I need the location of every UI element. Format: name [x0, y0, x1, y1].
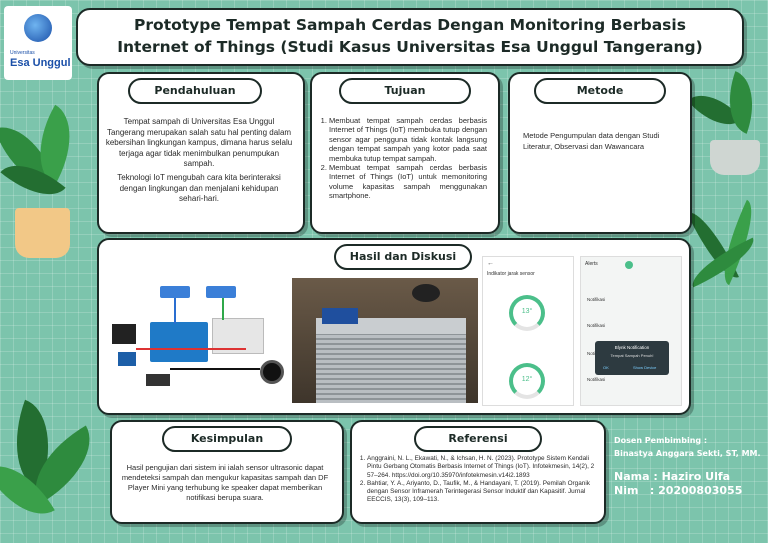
notification-item-4: Notifikasi [587, 377, 606, 382]
kesimpulan-heading: Kesimpulan [162, 426, 292, 452]
gauge-2-value: 12° [521, 376, 533, 383]
app1-header: Indikator jarak sensor [487, 271, 535, 277]
gauge-2 [509, 363, 545, 399]
wire-black [170, 368, 260, 370]
wire-green [222, 298, 224, 320]
tujuan-item-1: Membuat tempat sampah cerdas berbasis In… [329, 116, 487, 163]
metode-heading: Metode [534, 78, 666, 104]
university-logo: Universitas Esa Unggul [4, 6, 72, 80]
circuit-diagram-image [104, 278, 289, 403]
wire-blue [174, 298, 176, 324]
photo-speaker [412, 284, 440, 302]
logo-small-text: Universitas [10, 50, 35, 56]
microcontroller-board [150, 322, 208, 362]
notification-item-2: Notifikasi [587, 323, 606, 328]
plant-bottom-left-decoration [0, 395, 109, 543]
prototype-photo [292, 278, 478, 403]
referensi-item-2: Bahtiar, Y. A., Ariyanto, D., Taufik, M.… [367, 480, 595, 505]
tujuan-heading: Tujuan [339, 78, 471, 104]
speaker [260, 360, 284, 384]
power-module [112, 324, 136, 344]
referensi-list: Anggraini, N. L., Ekawati, N., & Ichsan,… [357, 455, 595, 505]
referensi-heading: Referensi [414, 426, 542, 452]
bell-icon [625, 261, 633, 269]
plant-top-left-decoration [0, 90, 90, 260]
popup-text: Tempat Sampah Penuh! [610, 353, 654, 358]
app2-header: Alerts [585, 261, 598, 267]
logo-name: Esa Unggul [10, 57, 71, 69]
ultrasonic-sensor-2 [206, 286, 236, 298]
tujuan-item-2: Membuat tempat sampah cerdas berbasis In… [329, 163, 487, 201]
pendahuluan-paragraph-1: Tempat sampah di Universitas Esa Unggul … [105, 117, 293, 168]
metode-text: Metode Pengumpulan data dengan Studi Lit… [523, 131, 660, 151]
plant-right-middle-decoration [684, 195, 768, 305]
notification-popup: Blynk Notification Tempat Sampah Penuh! … [595, 341, 669, 375]
trash-bin-body [316, 334, 466, 403]
relay-module [118, 352, 136, 366]
pendahuluan-paragraph-2: Teknologi IoT mengubah cara kita berinte… [117, 173, 281, 203]
wire-red [136, 348, 246, 350]
kesimpulan-text: Hasil pengujian dari sistem ini ialah se… [121, 463, 329, 502]
servo-motor [146, 374, 170, 386]
hasil-heading: Hasil dan Diskusi [334, 244, 472, 270]
plant-top-right-decoration [687, 70, 768, 185]
app-screenshot-notifications: Alerts Notifikasi Notifikasi Notifikasi … [580, 256, 682, 406]
referensi-item-1: Anggraini, N. L., Ekawati, N., & Ichsan,… [367, 455, 595, 480]
gauge-1-value: 13° [521, 308, 533, 315]
notification-item-1: Notifikasi [587, 297, 606, 302]
pembimbing-label: Dosen Pembimbing : [614, 436, 708, 445]
globe-icon [24, 14, 52, 42]
student-name: Nama : Haziro Ulfa [614, 470, 731, 483]
gauge-1 [509, 295, 545, 331]
poster-title-line2: Internet of Things (Studi Kasus Universi… [117, 38, 703, 56]
popup-ok-button[interactable]: OK [603, 365, 609, 370]
footer-info: Dosen Pembimbing : Binastya Anggara Sekt… [612, 420, 768, 520]
pendahuluan-heading: Pendahuluan [128, 78, 262, 104]
ultrasonic-sensor-1 [160, 286, 190, 298]
back-arrow-icon: ← [487, 260, 494, 267]
popup-show-device-button[interactable]: Show Device [633, 365, 657, 370]
pembimbing-name: Binastya Anggara Sekti, ST, MM. [614, 449, 761, 458]
poster-title-line1: Prototype Tempat Sampah Cerdas Dengan Mo… [134, 16, 686, 34]
student-nim: Nim : 20200803055 [614, 484, 743, 497]
popup-title: Blynk Notification [614, 345, 650, 350]
app-screenshot-gauges: ← Indikator jarak sensor 13° 12° [482, 256, 574, 406]
title-banner: Prototype Tempat Sampah Cerdas Dengan Mo… [76, 8, 744, 66]
sensor-board [322, 308, 358, 324]
tujuan-list: Membuat tempat sampah cerdas berbasis In… [319, 116, 487, 201]
